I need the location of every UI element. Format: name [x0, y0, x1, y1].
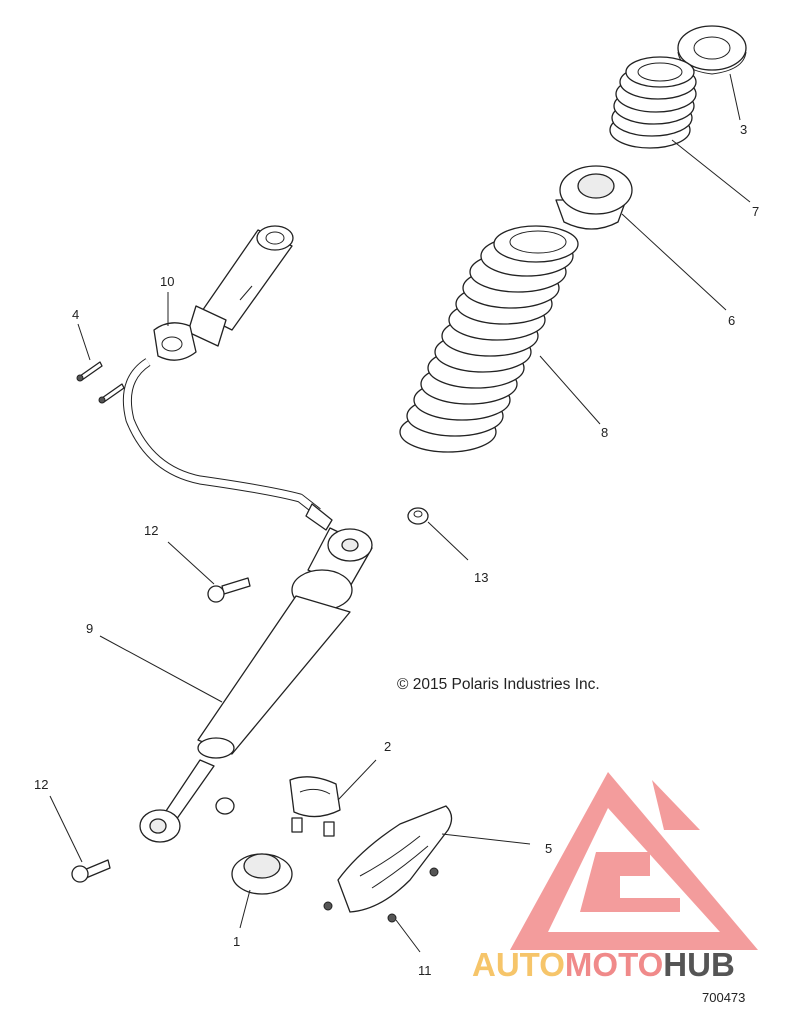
small-spring [609, 56, 697, 149]
callout-12-lower: 12 [34, 777, 48, 792]
callout-7: 7 [752, 204, 759, 219]
watermark-text: AUTOMOTOHUB [472, 946, 735, 983]
callout-11: 11 [418, 963, 432, 978]
spring-coupler [555, 165, 633, 230]
copyright-notice: © 2015 Polaris Industries Inc. [397, 676, 600, 693]
large-spring [399, 225, 579, 453]
callout-2: 2 [384, 739, 391, 754]
callout-3: 3 [740, 122, 747, 137]
shock-guard [337, 805, 453, 913]
watermark-auto: AUTO [472, 946, 565, 983]
lower-spring-seat [231, 853, 293, 895]
reservoir-hose [122, 358, 333, 531]
callout-8: 8 [601, 425, 608, 440]
callout-5: 5 [545, 841, 552, 856]
callout-1: 1 [233, 934, 240, 949]
bushing [407, 507, 429, 525]
callout-4: 4 [72, 307, 79, 322]
clamp-screws [76, 361, 125, 404]
callout-12-upper: 12 [144, 523, 158, 538]
watermark-hub: HUB [663, 946, 735, 983]
watermark-logo [510, 772, 758, 950]
small-bushing [215, 797, 235, 815]
guard-screws [323, 867, 439, 923]
leader-lines [49, 73, 751, 953]
mounting-bolt-lower [71, 859, 111, 883]
callout-10: 10 [160, 274, 174, 289]
watermark-moto: MOTO [565, 946, 663, 983]
shock-reservoir [187, 225, 294, 347]
callout-6: 6 [728, 313, 735, 328]
mounting-bolt-upper [207, 577, 251, 603]
callout-9: 9 [86, 621, 93, 636]
callout-13: 13 [474, 570, 488, 585]
document-number: 700473 [702, 990, 745, 1005]
reservoir-clamp [153, 322, 197, 361]
retaining-clip [289, 776, 341, 837]
shock-absorber [139, 527, 373, 843]
